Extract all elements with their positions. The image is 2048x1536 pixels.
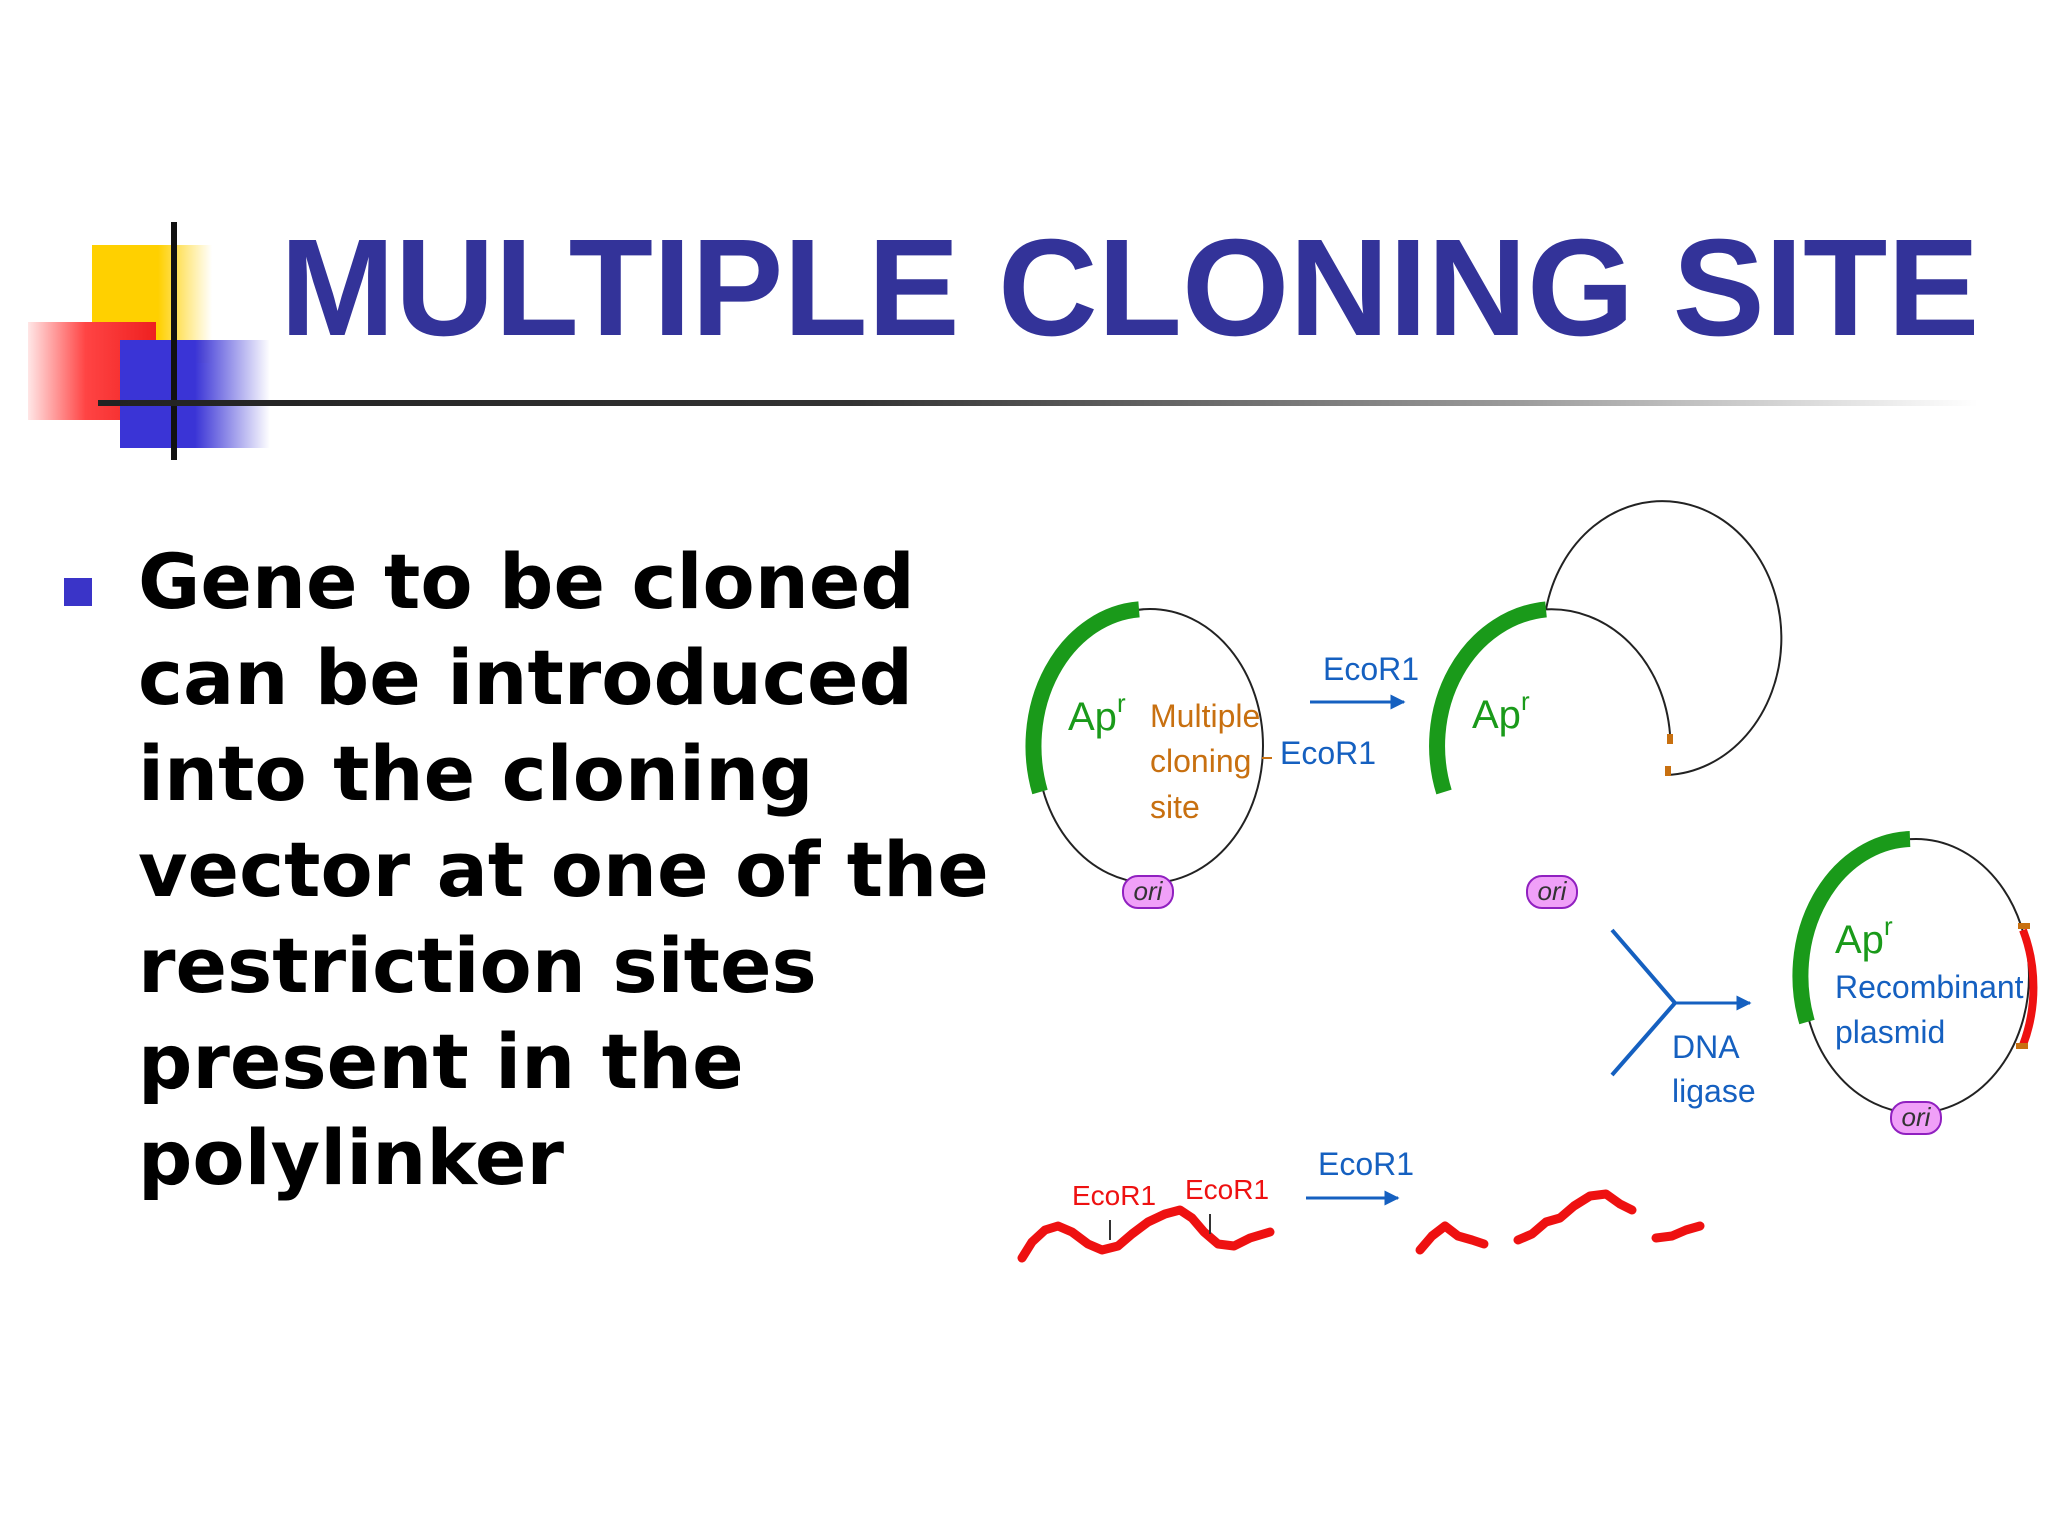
- plasmid-3-ori-badge: [1890, 1101, 1942, 1135]
- fragment-right: [1651, 1221, 1705, 1243]
- mcs-label-line-2: cloning: [1150, 743, 1251, 779]
- fragment-insert: [1513, 1189, 1637, 1245]
- ligase-arrow: DNA ligase: [1610, 928, 1756, 1109]
- insert-dna-strand: [1017, 1205, 1275, 1263]
- plasmid-2-ori-badge: [1526, 875, 1578, 909]
- bullet-text: Gene to be cloned can be introduced into…: [138, 537, 989, 1202]
- plasmid-3-insert-arc: [2019, 928, 2038, 1047]
- insert-dna: EcoR1 EcoR1 EcoR1: [1017, 1146, 1705, 1263]
- bullet-square-icon: [64, 578, 92, 606]
- plasmid-1-resistance-label: Apr: [1068, 688, 1126, 739]
- insert-site-label-1: EcoR1: [1072, 1180, 1156, 1211]
- plasmid-2-resistance-label: Apr: [1472, 686, 1530, 737]
- plasmid-1-resistance-arc: [1025, 601, 1140, 795]
- plasmid-2: Apr ori: [1429, 500, 1783, 909]
- slide-title: MULTIPLE CLONING SITE: [280, 211, 1980, 365]
- ligase-label-line-1: DNA: [1672, 1029, 1740, 1065]
- fragment-left: [1415, 1221, 1489, 1255]
- arrow-1-label: EcoR1: [1323, 651, 1419, 687]
- plasmid-1-ori-badge: [1122, 875, 1174, 909]
- plasmid-1-ori-label: ori: [1134, 876, 1164, 906]
- ligase-label-line-2: ligase: [1672, 1073, 1756, 1109]
- plasmid-1-site-label: EcoR1: [1280, 735, 1376, 771]
- arrow-cut: EcoR1: [1310, 651, 1419, 710]
- decor-blue-square: [120, 340, 270, 448]
- plasmid-3-name-line-1: Recombinant: [1835, 969, 2024, 1005]
- ligase-fork: [1610, 928, 1678, 1077]
- plasmid-3-resistance-arc: [1792, 831, 1911, 1025]
- plasmid-3-resistance-label: Apr: [1835, 911, 1893, 962]
- plasmid-2-ori-label: ori: [1538, 876, 1568, 906]
- plasmid-3-ori-label: ori: [1902, 1102, 1932, 1132]
- plasmid-2-resistance-arc: [1429, 601, 1547, 795]
- decor-vertical-line: [171, 222, 177, 460]
- mcs-label-line-1: Multiple: [1150, 698, 1260, 734]
- title-underline: [98, 400, 1978, 406]
- mcs-label-line-3: site: [1150, 789, 1200, 825]
- plasmid-3: Apr Recombinant plasmid ori: [1792, 831, 2038, 1135]
- plasmid-3-name-line-2: plasmid: [1835, 1014, 1945, 1050]
- insert-arrow-label: EcoR1: [1318, 1146, 1414, 1182]
- plasmid-1: Apr Multiple cloning site EcoR1 ori: [1025, 601, 1376, 909]
- insert-site-label-2: EcoR1: [1185, 1174, 1269, 1205]
